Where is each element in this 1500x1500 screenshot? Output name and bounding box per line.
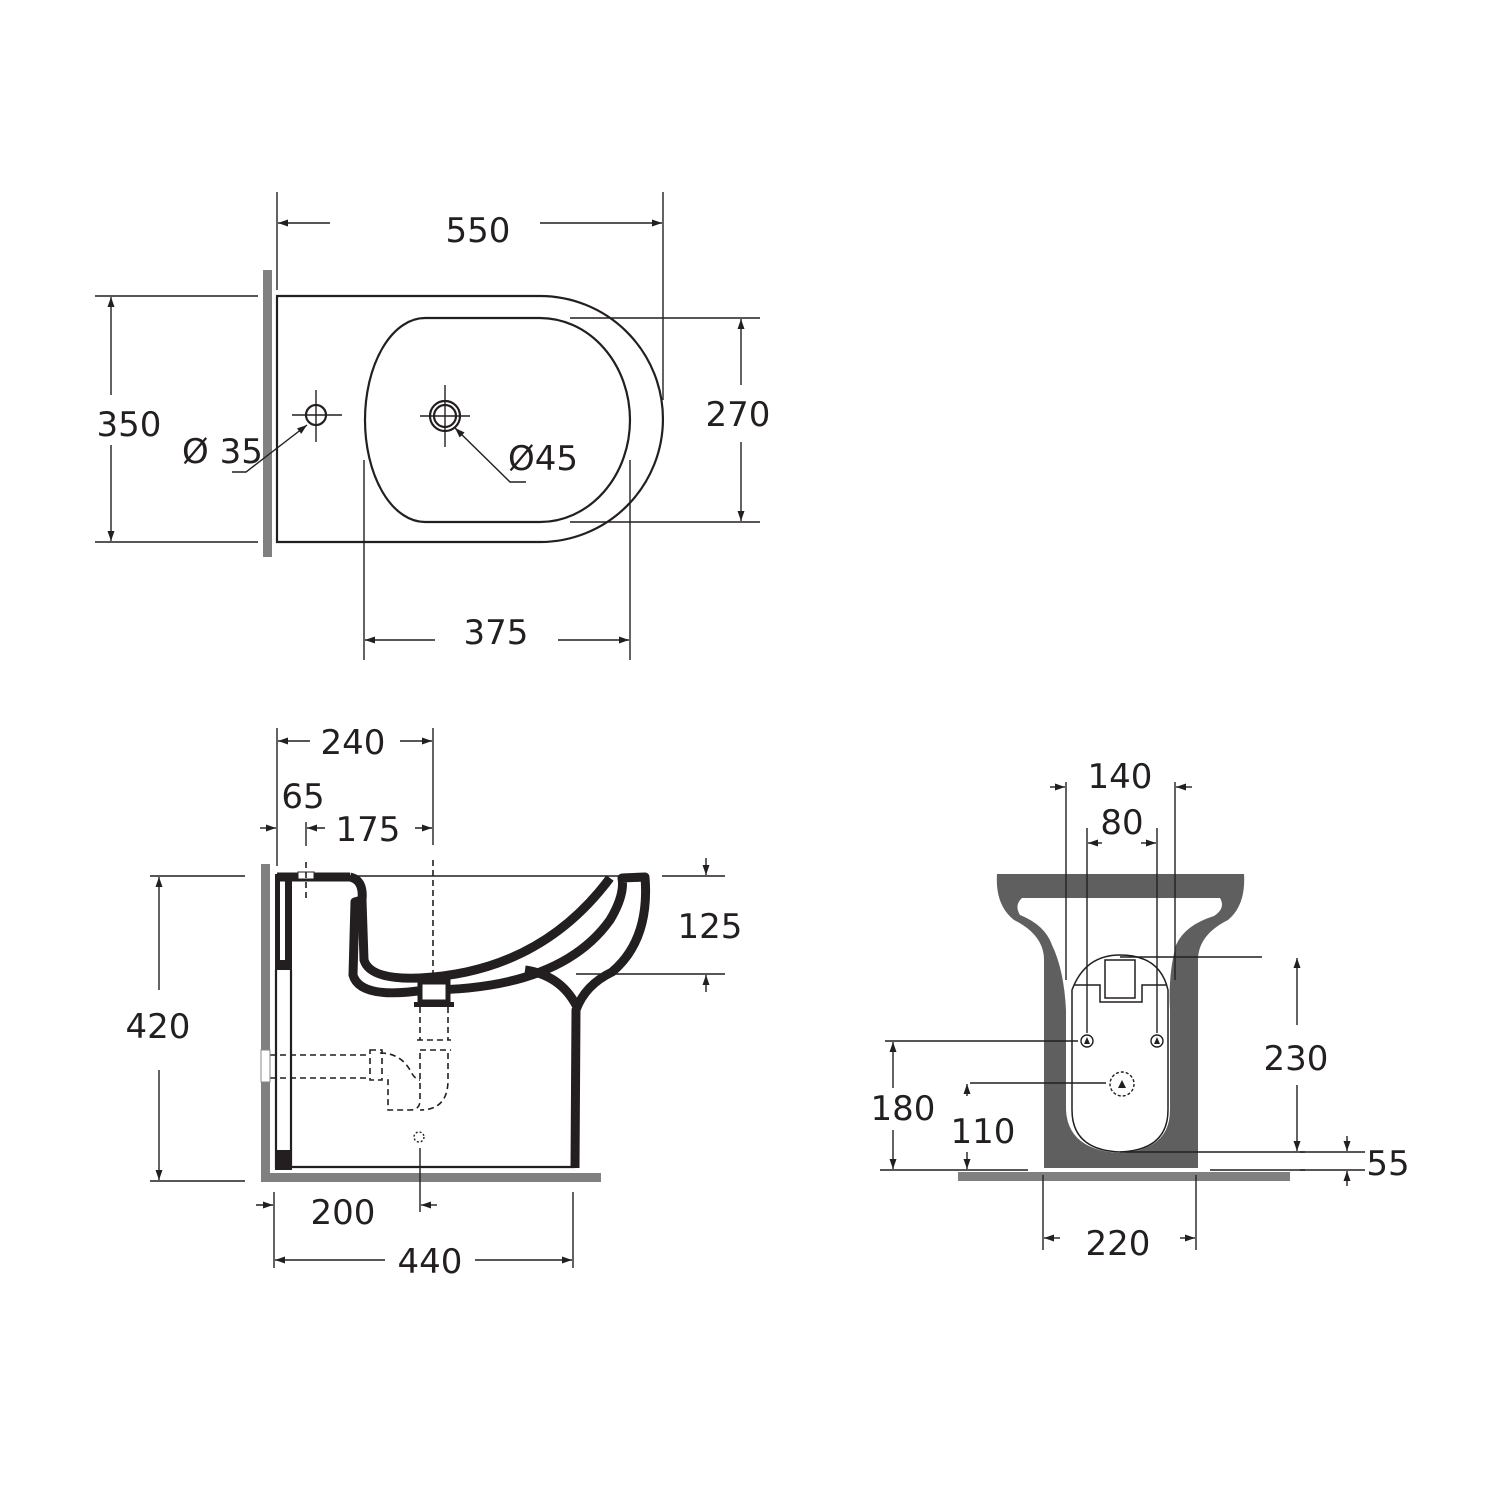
dim-base-width: 220: [1086, 1224, 1151, 1264]
dim-height: 420: [126, 1007, 191, 1047]
dim-drain-from-wall: 240: [321, 723, 386, 763]
bidet-outline: [275, 294, 665, 544]
dim-bowl-depth: 125: [678, 907, 743, 947]
drain-hole: [420, 385, 470, 447]
dim-inner-fixing: 80: [1100, 803, 1143, 843]
dim-drain-hole: Ø45: [508, 439, 578, 479]
floor: [958, 1172, 1290, 1181]
dim-water-inlet: 230: [1264, 1039, 1329, 1079]
tap-hole: [292, 390, 342, 442]
rear-section: [996, 874, 1245, 1168]
wall: [263, 270, 272, 557]
dim-waste-height: 110: [951, 1112, 1016, 1152]
dim-wall-offset: 65: [281, 777, 324, 817]
dim-floor-fixing: 200: [311, 1193, 376, 1233]
dim-fixing-height: 180: [871, 1089, 936, 1129]
dim-bowl-width: 270: [706, 395, 771, 435]
floor: [261, 1173, 601, 1182]
dim-bowl-length: 375: [464, 613, 529, 653]
bowl-section: [348, 872, 651, 1169]
rear-view: 140 80 230 55 180 110 220: [871, 757, 1410, 1264]
dim-overall-length: 550: [446, 211, 511, 251]
dim-base-offset: 55: [1366, 1144, 1409, 1184]
dim-overall-width: 350: [97, 405, 162, 445]
top-view: 550 350 270 375 Ø 35 Ø45: [95, 192, 770, 660]
wall: [261, 864, 270, 1182]
dim-tap-to-drain: 175: [336, 810, 401, 850]
dim-depth: 440: [398, 1242, 463, 1282]
dim-tap-hole: Ø 35: [182, 432, 263, 472]
side-view: 240 65 175 420 125 200 440: [126, 723, 743, 1282]
waste-trap: [379, 1007, 451, 1111]
dim-outer-fixing: 140: [1088, 757, 1153, 797]
bowl-outline: [363, 316, 632, 524]
